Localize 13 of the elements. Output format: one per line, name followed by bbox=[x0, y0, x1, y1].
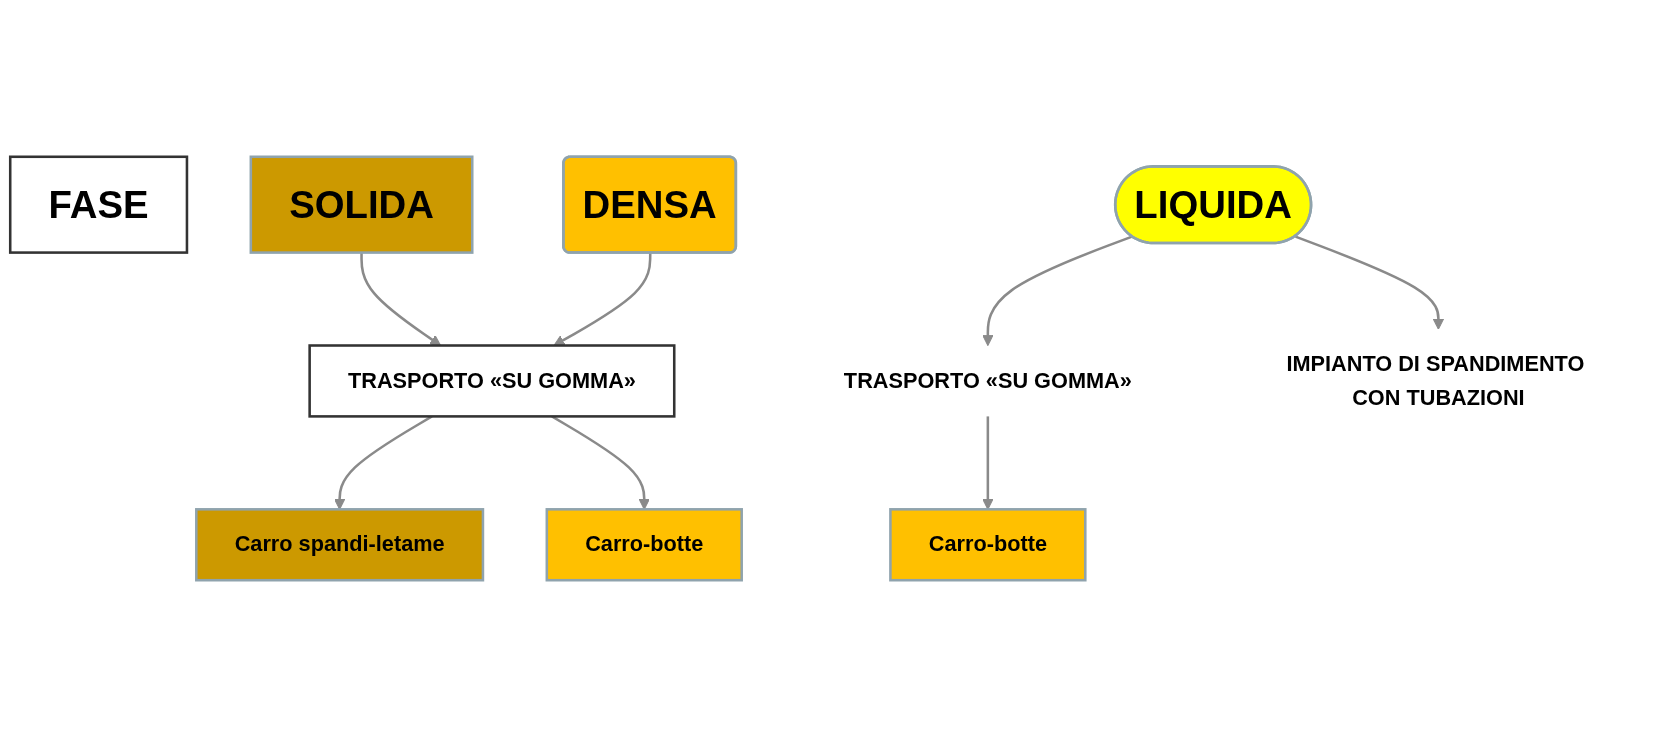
node-box: SOLIDA bbox=[249, 155, 474, 254]
arrow bbox=[982, 235, 1133, 346]
arrow bbox=[553, 253, 652, 346]
arrow bbox=[360, 252, 442, 346]
node-box: Carro-botte bbox=[545, 508, 743, 582]
arrow bbox=[1295, 235, 1444, 330]
arrow bbox=[982, 416, 994, 510]
node-box: Carro spandi-letame bbox=[195, 508, 485, 582]
node-box: Carro-botte bbox=[889, 508, 1087, 582]
node-text: TRASPORTO «SU GOMMA» bbox=[843, 368, 1132, 393]
node-box: FASE bbox=[8, 155, 189, 254]
node-text: IMPIANTO DI SPANDIMENTO CON TUBAZIONI bbox=[1286, 352, 1585, 410]
node-box: TRASPORTO «SU GOMMA» bbox=[308, 344, 676, 418]
